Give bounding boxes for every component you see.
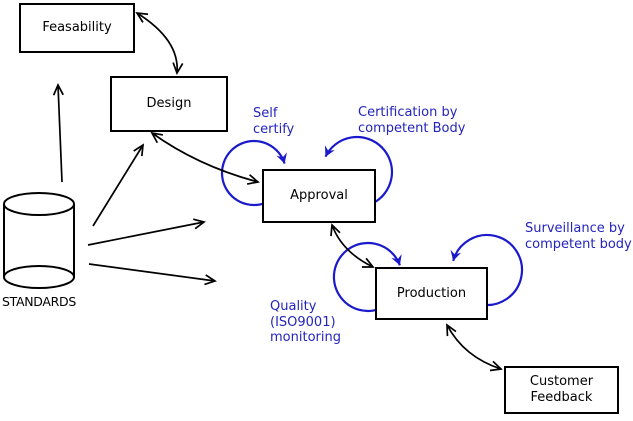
node-approval: Approval [262, 169, 376, 223]
annotation-certification: Certification by competent Body [358, 105, 465, 136]
node-approval-label: Approval [290, 188, 348, 203]
annotation-certification-line2: competent Body [358, 120, 466, 136]
node-customer-feedback-label-line1: Customer [529, 374, 594, 389]
cylinder-bottom [3, 265, 75, 289]
node-feasability: Feasability [19, 3, 135, 53]
annotation-self-certify: Self certify [253, 106, 294, 137]
node-production: Production [375, 267, 488, 320]
node-customer-feedback: Customer Feedback [504, 366, 619, 414]
arrow-standards-production [88, 263, 217, 286]
arrow-standards-approval [87, 218, 206, 246]
arrow-standards-feasability [52, 83, 64, 183]
annotation-surveillance: Surveillance by competent body [525, 221, 632, 252]
node-feasability-label: Feasability [42, 20, 112, 35]
standards-cylinder [3, 192, 75, 289]
arrow-production-customer-feedback [446, 323, 503, 372]
annotation-certification-line1: Certification by [358, 105, 458, 120]
arrow-standards-design [92, 143, 145, 227]
annotation-surveillance-line2: competent body [525, 236, 632, 252]
arrow-design-approval [150, 131, 260, 185]
node-customer-feedback-label-line2: Feedback [530, 390, 593, 405]
arrow-feasability-design [135, 11, 184, 75]
cylinder-top [3, 192, 75, 216]
node-design: Design [110, 76, 228, 132]
standards-label: STANDARDS [2, 294, 77, 309]
surveillance-loop-arrow [450, 233, 524, 307]
annotation-quality-line3: monitoring [270, 330, 341, 345]
annotation-quality-line1: Quality [270, 299, 317, 314]
arrow-approval-production [330, 223, 375, 268]
annotation-quality-line2: (ISO9001) [270, 314, 336, 330]
annotation-self-certify-line1: Self [253, 106, 278, 121]
certification-loop-arrow [324, 135, 394, 205]
node-design-label: Design [146, 96, 192, 111]
node-production-label: Production [396, 285, 467, 301]
annotation-surveillance-line1: Surveillance by [525, 221, 625, 236]
annotation-quality-monitoring: Quality (ISO9001) monitoring [270, 299, 341, 346]
annotation-self-certify-line2: certify [253, 121, 295, 137]
